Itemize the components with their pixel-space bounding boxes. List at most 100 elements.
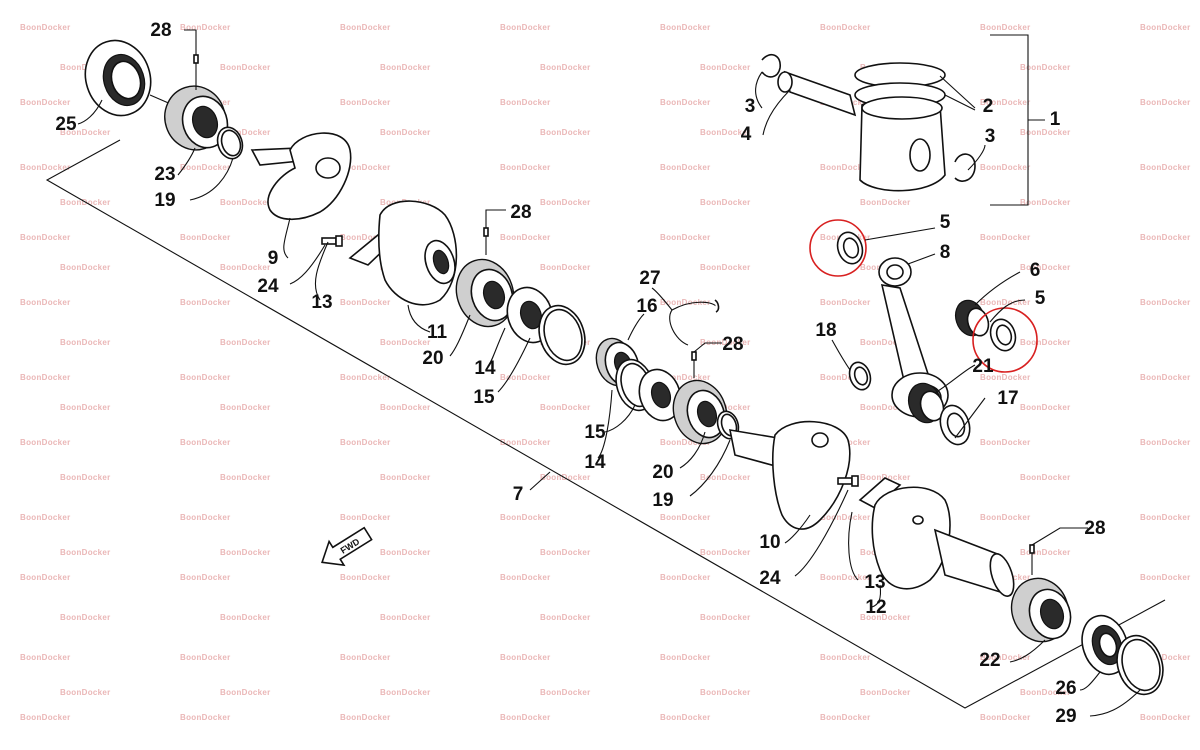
- watermark-text: BoonDocker: [1140, 298, 1191, 307]
- watermark-text: BoonDocker: [540, 263, 591, 272]
- leader-line: [627, 313, 645, 341]
- leader-line: [283, 217, 291, 259]
- watermark-text: BoonDocker: [1020, 548, 1071, 557]
- watermark-text: BoonDocker: [180, 438, 231, 447]
- watermark-text: BoonDocker: [180, 653, 231, 662]
- watermark-text: BoonDocker: [220, 198, 271, 207]
- callout-28: 28: [1084, 518, 1105, 539]
- callout-20: 20: [652, 462, 673, 483]
- leader-line: [934, 364, 976, 394]
- watermark-text: BoonDocker: [540, 198, 591, 207]
- watermark-text: BoonDocker: [660, 713, 711, 722]
- part-28-pin-d: [1029, 544, 1035, 554]
- watermark-text: BoonDocker: [980, 713, 1031, 722]
- leader-line: [597, 389, 613, 459]
- part-5-washer-top: [809, 219, 867, 277]
- callout-1: 1: [1050, 109, 1061, 130]
- watermark-text: BoonDocker: [380, 403, 431, 412]
- watermark-text: BoonDocker: [220, 613, 271, 622]
- callout-8: 8: [940, 242, 951, 263]
- watermark-text: BoonDocker: [860, 613, 911, 622]
- watermark-text: BoonDocker: [20, 98, 71, 107]
- watermark-text: BoonDocker: [20, 373, 71, 382]
- leader-line: [679, 431, 706, 469]
- part-28-pin-b: [483, 227, 489, 237]
- callout-4: 4: [741, 124, 752, 145]
- watermark-text: BoonDocker: [980, 23, 1031, 32]
- watermark-text: BoonDocker: [660, 513, 711, 522]
- watermark-text: BoonDocker: [660, 438, 711, 447]
- watermark-text: BoonDocker: [1020, 263, 1071, 272]
- watermark-text: BoonDocker: [980, 163, 1031, 172]
- watermark-text: BoonDocker: [820, 653, 871, 662]
- callout-14: 14: [584, 452, 606, 473]
- watermark-text: BoonDocker: [20, 438, 71, 447]
- watermark-text: BoonDocker: [660, 23, 711, 32]
- watermark-text: BoonDocker: [500, 23, 551, 32]
- leader-line: [449, 314, 471, 357]
- part-21-needle-bearing: [907, 382, 945, 424]
- watermark-text: BoonDocker: [700, 63, 751, 72]
- leader-line: [314, 241, 329, 301]
- watermark-text: BoonDocker: [1140, 373, 1191, 382]
- leader-line: [784, 514, 811, 544]
- watermark-text: BoonDocker: [540, 63, 591, 72]
- watermark-text: BoonDocker: [180, 573, 231, 582]
- leader-line: [907, 253, 936, 265]
- callout-9: 9: [268, 248, 279, 269]
- watermark-text: BoonDocker: [20, 298, 71, 307]
- callout-23: 23: [154, 164, 175, 185]
- watermark-text: BoonDocker: [540, 548, 591, 557]
- watermark-text: BoonDocker: [340, 23, 391, 32]
- leader-line: [693, 342, 722, 353]
- part-20-bearing-a: [455, 258, 515, 328]
- watermark-text: BoonDocker: [20, 163, 71, 172]
- callout-19: 19: [652, 490, 673, 511]
- watermark-text: BoonDocker: [700, 548, 751, 557]
- leader-line: [189, 157, 234, 201]
- watermark-text: BoonDocker: [180, 233, 231, 242]
- watermark-text: BoonDocker: [980, 298, 1031, 307]
- watermark-text: BoonDocker: [20, 233, 71, 242]
- watermark-text: BoonDocker: [20, 713, 71, 722]
- callout-7: 7: [513, 484, 524, 505]
- watermark-text: BoonDocker: [820, 373, 871, 382]
- watermark-text: BoonDocker: [660, 163, 711, 172]
- watermark-text: BoonDocker: [500, 233, 551, 242]
- part-10-crank-half: [728, 420, 851, 530]
- callout-5: 5: [1035, 288, 1046, 309]
- watermark-text: BoonDocker: [540, 128, 591, 137]
- watermark-text: BoonDocker: [980, 653, 1031, 662]
- callout-24: 24: [257, 276, 279, 297]
- watermark-text: BoonDocker: [980, 438, 1031, 447]
- watermark-text: BoonDocker: [220, 63, 271, 72]
- watermark-text: BoonDocker: [500, 653, 551, 662]
- watermark-text: BoonDocker: [60, 403, 111, 412]
- watermark-text: BoonDocker: [660, 98, 711, 107]
- callout-21: 21: [972, 356, 994, 377]
- watermark-text: BoonDocker: [220, 338, 271, 347]
- watermark-text: BoonDocker: [1140, 513, 1191, 522]
- watermark-text: BoonDocker: [380, 548, 431, 557]
- leader-line: [77, 99, 103, 125]
- leader-line: [954, 397, 986, 439]
- watermark-text: BoonDocker: [660, 653, 711, 662]
- part-28-pin-c: [691, 351, 697, 361]
- part-9-crank-half: [250, 132, 352, 221]
- watermark-text: BoonDocker: [380, 63, 431, 72]
- watermark-text: BoonDocker: [340, 513, 391, 522]
- watermark-text: BoonDocker: [1020, 473, 1071, 482]
- watermark-text: BoonDocker: [180, 23, 231, 32]
- watermark-text: BoonDocker: [540, 403, 591, 412]
- leader-line: [1009, 639, 1046, 663]
- watermark-text: BoonDocker: [980, 373, 1031, 382]
- watermark-text: BoonDocker: [1020, 403, 1071, 412]
- callout-28: 28: [150, 20, 171, 41]
- part-23-bearing: [164, 85, 229, 151]
- part-12-crank-half-output: [871, 486, 1015, 597]
- watermark-text: BoonDocker: [540, 613, 591, 622]
- watermark-text: BoonDocker: [700, 688, 751, 697]
- watermark-text: BoonDocker: [700, 128, 751, 137]
